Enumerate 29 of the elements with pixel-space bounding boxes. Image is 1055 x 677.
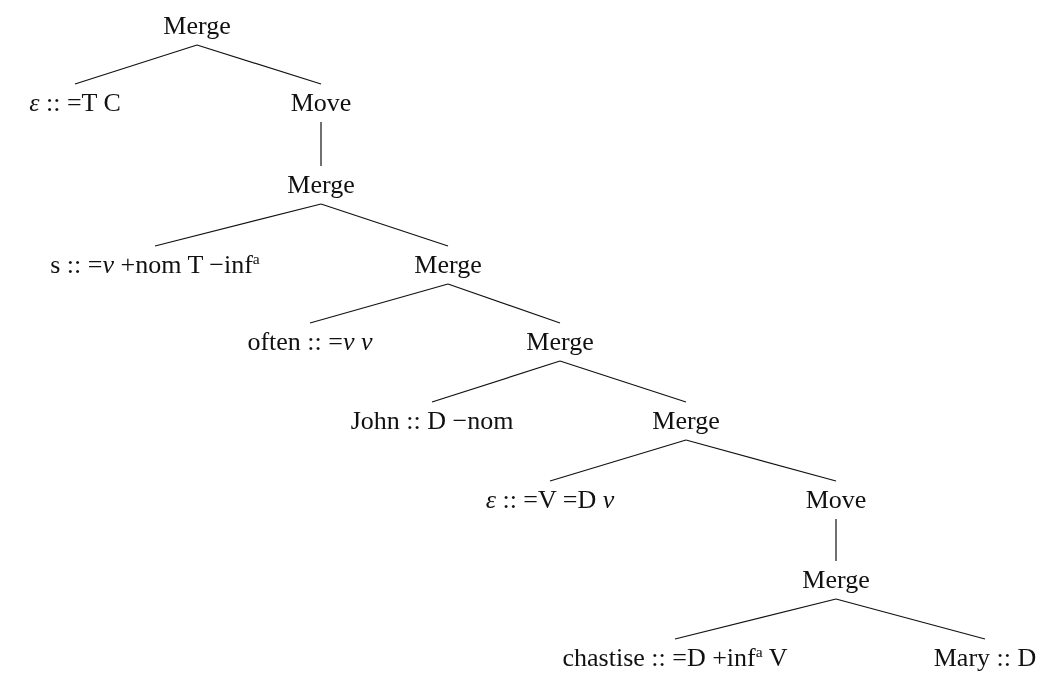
tree-node-label: Merge — [524, 323, 596, 361]
tree-node-label: Merge — [285, 166, 357, 204]
tree-branch-line — [196, 44, 322, 85]
tree-branch-line — [74, 44, 198, 85]
tree-node-label: chastise :: =D +inf$^{a}$ V — [560, 639, 790, 677]
tree-node-label: s :: =ν +nom T −inf$^{a}$ — [48, 246, 262, 284]
tree-node-label: often :: =ν ν — [245, 323, 375, 361]
tree-node-label: Move — [803, 481, 869, 519]
tree-branch-line — [674, 598, 837, 640]
tree-branch-line — [447, 283, 561, 324]
tree-branch-line — [320, 203, 449, 247]
tree-branch-line — [320, 121, 322, 167]
tree-branch-line — [835, 598, 986, 640]
tree-branch-line — [559, 360, 687, 403]
tree-branch-line — [549, 439, 687, 482]
tree-node-label: Merge — [800, 561, 872, 599]
tree-branch-line — [685, 439, 837, 482]
tree-branch-line — [154, 203, 322, 247]
tree-node-label: John :: D −nom — [348, 402, 516, 440]
tree-branch-line — [309, 283, 449, 324]
tree-branch-line — [835, 518, 837, 562]
tree-node-label: Move — [288, 84, 354, 122]
tree-branch-line — [431, 360, 561, 403]
tree-node-label: Mary :: D — [931, 639, 1039, 677]
tree-node-label: ε :: =T C — [27, 84, 123, 122]
tree-node-label: Merge — [650, 402, 722, 440]
tree-node-label: ε :: =V =D ν — [483, 481, 617, 519]
tree-node-label: Merge — [412, 246, 484, 284]
tree-node-label: Merge — [161, 7, 233, 45]
